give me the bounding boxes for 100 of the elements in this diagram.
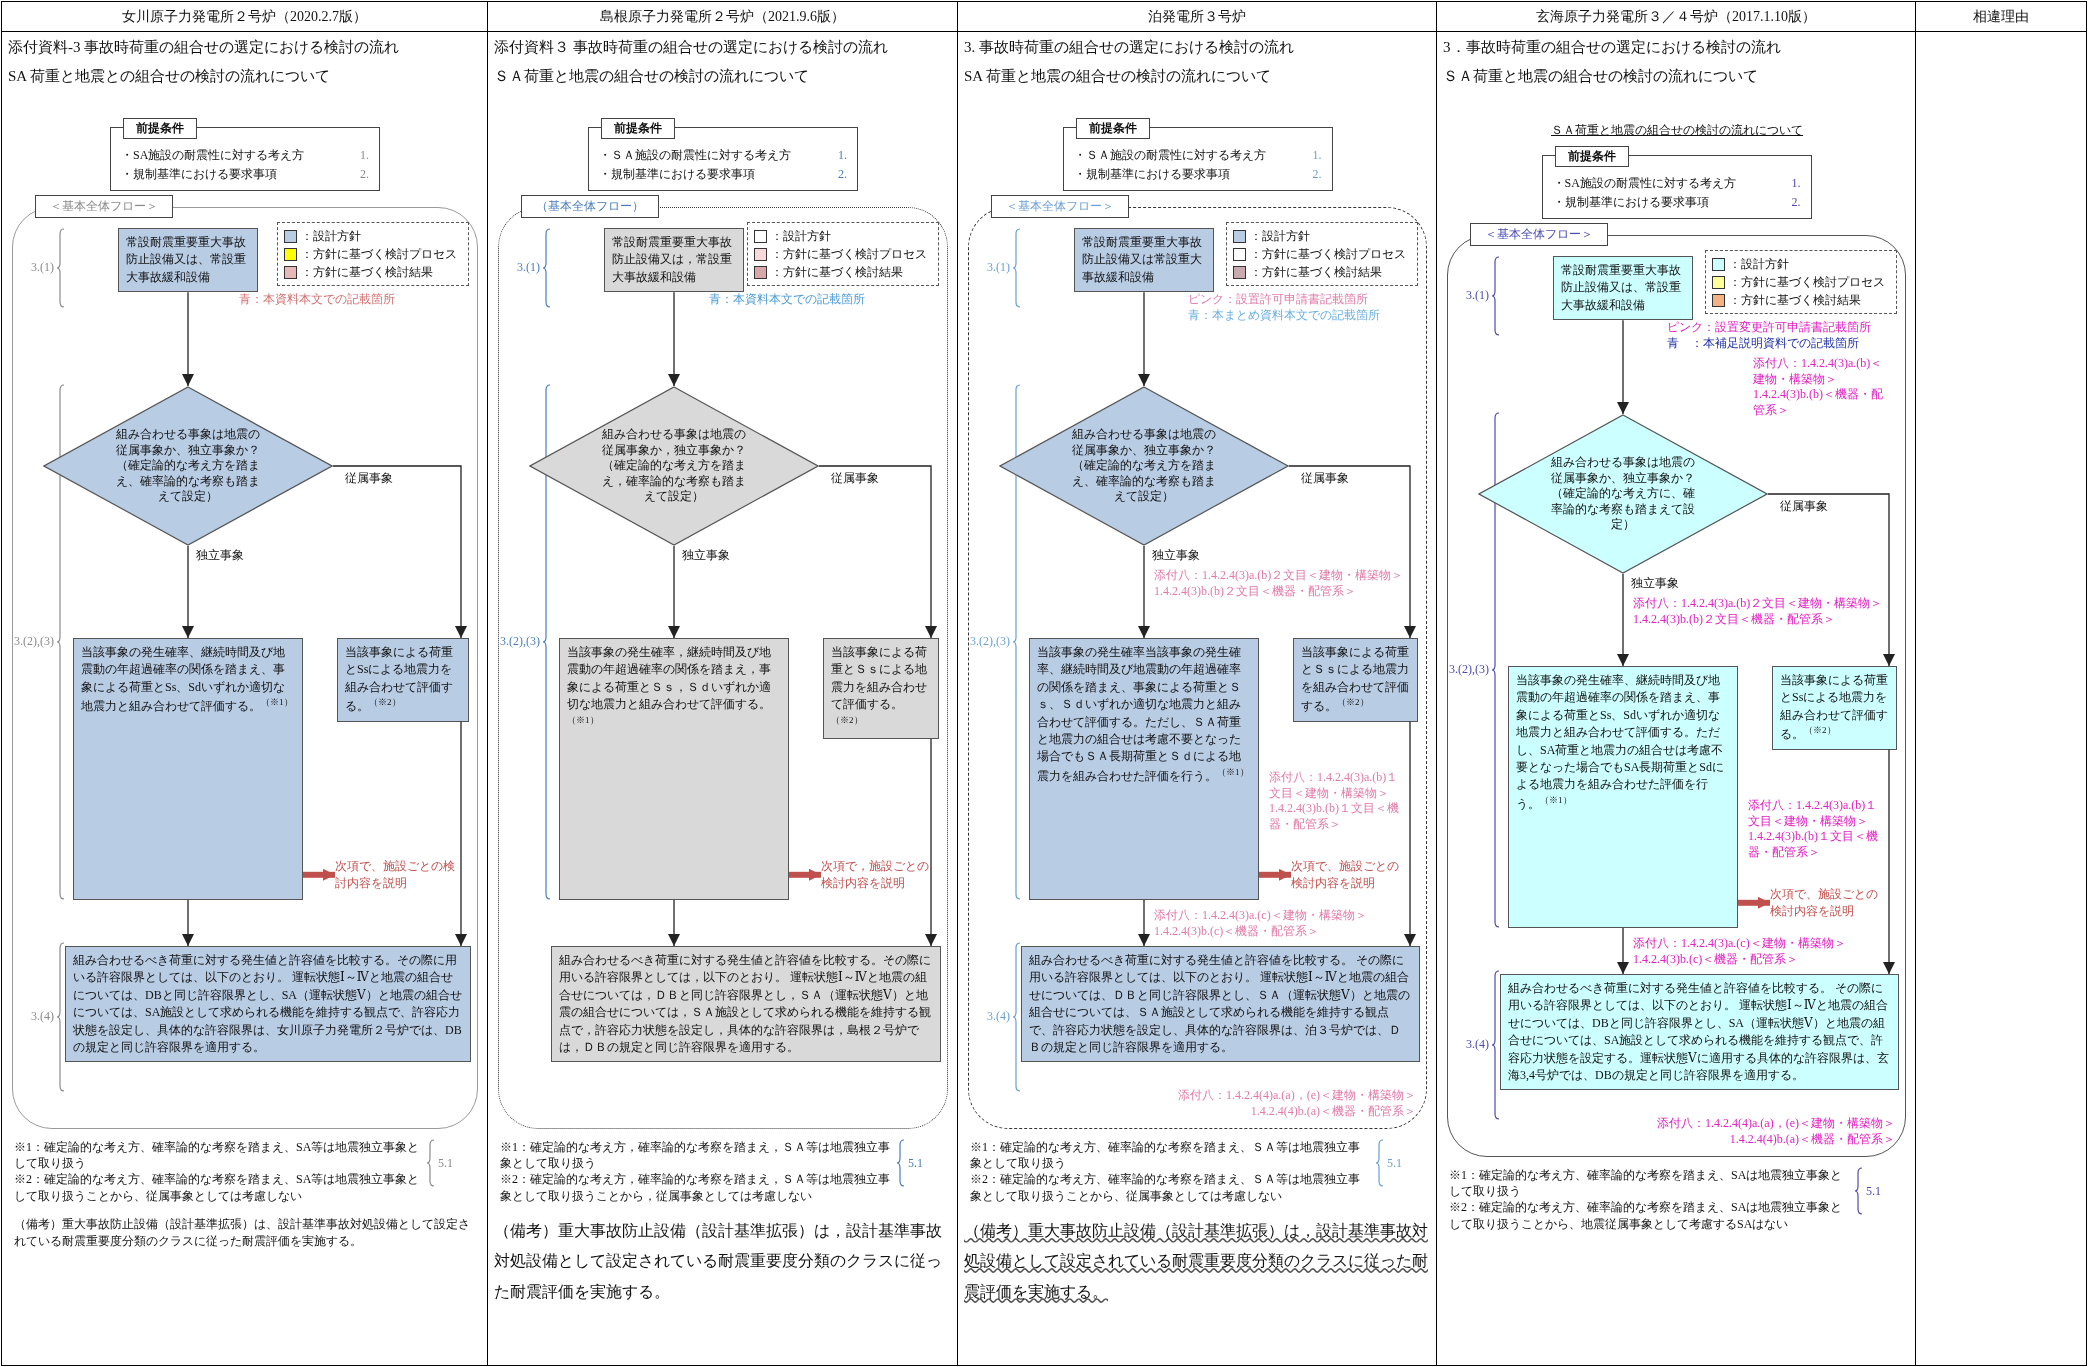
reference-note: 1.4.2.4(3)b.(b)２文目＜機器・配管系＞ xyxy=(1633,611,1836,628)
premise-heading: 前提条件 xyxy=(123,118,197,139)
decision-diamond xyxy=(999,386,1289,546)
legend-text: ：方針に基づく検討プロセス xyxy=(1729,274,1885,291)
edge-label: 独立事象 xyxy=(680,547,732,564)
reference-note: 1.4.2.4(3)b.(b)１文目＜機器・配管系＞ xyxy=(1748,829,1879,861)
decision-diamond xyxy=(43,386,333,546)
subheading: SA 荷重と地震の組合せの検討の流れについて xyxy=(964,66,1273,86)
section-reference: 3.(1) xyxy=(986,260,1011,276)
edge-label: 従属事象 xyxy=(1778,498,1830,515)
reference-note: 添付八：1.4.2.4(4)a.(a)，(e)＜建物・構築物＞ xyxy=(1656,1116,1895,1132)
process-box: 組み合わせるべき荷重に対する発生値と許容値を比較する。 その際に用いる許容限界としては、以下のとおり。 運転状態Ⅰ～Ⅳと地震の組合せについては、DBと同じ許容限界とし、SA（運転状態Ⅴ）と地震の組合せについては、SA施設として求められる機能を維持する観点で、許容応力状態を設定する。運転状態Ⅴに適用する具体的な許容限界は、玄海3,4号炉では、DBの規定と同じ許容限界を適用する。 xyxy=(1500,974,1899,1091)
process-box: 当該事象の発生確率当該事象の発生確率、継続時間及び地震動の年超過確率の関係を踏まえ、事象による荷重とＳｓ、Ｓｄいずれか適切な地震力と組み合わせて評価する。ただし、ＳＡ荷重と地震力の組合せは考慮不要となった場合でもＳＡ長期荷重とＳｄによる地震力を組み合わせた評価を行う。$^{（※1）}$ xyxy=(1029,638,1259,900)
reference-note: ピンク：設置変更許可申請書記載箇所 xyxy=(1667,320,1872,336)
edge-label: 従属事象 xyxy=(343,470,395,487)
reference-note: 青：本まとめ資料本文での記載箇所 xyxy=(1188,307,1381,324)
premise-heading: 前提条件 xyxy=(1075,118,1150,139)
reference-note: 1.4.2.4(4)b.(a)＜機器・配管系＞ xyxy=(1249,1103,1416,1120)
section-reference: 3.(4) xyxy=(986,1009,1011,1025)
premise-item: ・規制基準における要求事項 xyxy=(1073,166,1230,184)
reference-note: 添付八：1.4.2.4(3)a.(b)２文目＜建物・構築物＞ xyxy=(1154,568,1405,584)
reference-note: 添付八：1.4.2.4(3)a.(b)１文目＜建物・構築物＞ xyxy=(1748,798,1879,830)
legend-text: ：方針に基づく検討プロセス xyxy=(1250,246,1406,263)
block-arrow xyxy=(1738,896,1770,909)
arrow xyxy=(1138,545,1150,639)
subheading: ＳＡ荷重と地震の組合せの検討の流れについて xyxy=(1443,66,1759,86)
footnote: ※1：確定論的な考え方、確率論的な考察を踏まえ、SA等は地震独立事象として取り扱う xyxy=(14,1139,420,1172)
section-reference: 3.(1) xyxy=(1465,288,1490,304)
block-arrow xyxy=(303,868,335,881)
section-reference: 3.(1) xyxy=(30,260,55,276)
remark-text: （備考）重大事故防止設備（設計基準拡張）は，設計基準事故対処設備として設定されている耐震重要度分類のクラスに従った耐震評価を実施する。 xyxy=(964,1221,1429,1302)
legend-text: ：設計方針 xyxy=(1250,228,1310,245)
frame-title: ＜基本全体フロー＞ xyxy=(35,195,173,218)
arrow xyxy=(1617,319,1629,415)
footnote: ※1：確定論的な考え方、確率論的な考察を踏まえ、SAは地震独立事象として取り扱う xyxy=(1449,1167,1844,1200)
reference-note: 1.4.2.4(3)b.(c)＜機器・配管系＞ xyxy=(1633,951,1800,968)
edge-label: 独立事象 xyxy=(194,547,246,564)
arrow xyxy=(1138,291,1150,387)
process-box: 当該事象の発生確率、継続時間及び地震動の年超過確率の関係を踏まえ、事象による荷重とSs、Sdいずれか適切な地震力と組み合わせて評価する。ただし、SA荷重と地震力の組合せは考慮不要となった場合でもSA長期荷重とSdによる地震力を組み合わせた評価を行う。$^{（※1）}$ xyxy=(1508,666,1738,928)
footnote: ※2：確定論的な考え方，確率論的な考察を踏まえ，ＳＡ等は地震独立事象として取り扱うことから，従属事象としては考慮しない xyxy=(500,1171,890,1204)
legend-text: ：設計方針 xyxy=(301,228,361,245)
premise-item: ・規制基準における要求事項 xyxy=(121,166,277,184)
legend-text: ：設計方針 xyxy=(1729,256,1789,273)
frame-title: ＜基本全体フロー＞ xyxy=(1470,223,1608,246)
section-number: 2. xyxy=(360,166,369,184)
section-heading: 添付資料-3 事故時荷重の組合せの選定における検討の流れ xyxy=(8,38,401,57)
section-number: 1. xyxy=(838,147,847,164)
process-box: 組み合わせるべき荷重に対する発生値と許容値を比較する。 その際に用いる許容限界としては、以下のとおり。 運転状態Ⅰ～Ⅳと地震の組合せについては、ＤＢと同じ許容限界とし、ＳＡ（運転状態Ⅴ）と地震の組合せについては、ＳＡ施設として求められる機能を維持する観点で、許容応力状態を設定し、具体的な許容限界は、泊３号炉では、ＤＢの規定と同じ許容限界を適用する。 xyxy=(1021,946,1420,1063)
table-cell xyxy=(2,32,488,1366)
arrow xyxy=(182,899,194,947)
remark-note: （備考）重大事故防止設備（設計基準拡張）は、設計基準事故対処設備として設定されている耐震重要度分類のクラスに従った耐震評価を実施する。 xyxy=(14,1216,470,1250)
decision-text: 組み合わせる事象は地震の従属事象か，独立事象か？（確定論的な考え方を踏まえ，確率論的な考察も踏まえて設定） xyxy=(601,427,747,505)
arrow xyxy=(1617,927,1629,975)
arrow xyxy=(925,738,937,947)
process-box: 組み合わせるべき荷重に対する発生値と許容値を比較する。その際に用いる許容限界としては，以下のとおり。 運転状態Ⅰ～Ⅳと地震の組合せについては，ＤＢと同じ許容限界とし，ＳＡ（運転状態Ⅴ）と地震の組合せについては，ＳＡ施設として求められる機能を維持する観点で，許容応力状態を設定し，具体的な許容限界は，島根２号炉では，ＤＢの規定と同じ許容限界を適用する。 xyxy=(551,946,941,1063)
remark-text: （備考）重大事故防止設備（設計基準拡張）は，設計基準事故対処設備として設定されている耐震重要度分類のクラスに従った耐震評価を実施する。 xyxy=(494,1221,943,1302)
arrow xyxy=(455,720,467,947)
table-cell xyxy=(958,32,1437,1366)
section-number: 2. xyxy=(1312,166,1322,184)
process-box: 当該事象による荷重とSsによる地震力を組み合わせて評価する。$^{（※2）}$ xyxy=(1772,666,1897,750)
decision-text: 組み合わせる事象は地震の従属事象か、独立事象か？（確定論的な考え方を踏まえ、確率論的な考察も踏まえて設定） xyxy=(115,427,261,505)
block-arrow xyxy=(1259,868,1291,881)
edge-label: 独立事象 xyxy=(1629,575,1681,592)
section-reference: 3.(2),(3) xyxy=(969,634,1011,650)
arrow xyxy=(182,291,194,387)
process-box: 組み合わせるべき荷重に対する発生値と許容値を比較する。その際に用いる許容限界としては、以下のとおり。 運転状態Ⅰ～Ⅳと地震の組合せについては、DBと同じ許容限界とし、SA（運転状態Ⅴ）と地震の組合せについては、SA施設として求められる機能を維持する観点で、許容応力状態を設定し、具体的な許容限界は、女川原子力発電所２号炉では、DBの規定と同じ許容限界を適用する。 xyxy=(65,946,471,1063)
section-reference: 5.1 xyxy=(1866,1183,1881,1199)
block-arrow xyxy=(789,868,821,881)
reference-note: 添付八：1.4.2.4(4)a.(a)，(e)＜建物・構築物＞ xyxy=(1177,1088,1416,1104)
decision-text: 組み合わせる事象は地震の従属事象か、独立事象か？（確定論的な考え方を踏まえ、確率論的な考察も踏まえて設定） xyxy=(1071,427,1217,505)
reference-note: 添付八：1.4.2.4(3)a.(b)＜建物・構築物＞ xyxy=(1753,356,1884,388)
reference-note: 添付八：1.4.2.4(3)a.(c)＜建物・構築物＞ xyxy=(1154,908,1368,924)
arrow xyxy=(668,899,680,947)
section-number: 1. xyxy=(1312,147,1322,164)
premise-item: ・規制基準における要求事項 xyxy=(1552,194,1709,212)
premise-item: ・ＳＡ施設の耐震性に対する考え方 xyxy=(1073,147,1266,164)
section-reference: 3.(1) xyxy=(516,260,541,276)
note-text: 次項で、施設ごとの検討内容を説明 xyxy=(1770,886,1889,920)
note-text: 次項で，施設ごとの検討内容を説明 xyxy=(821,858,931,892)
decision-text: 組み合わせる事象は地震の従属事象か、独立事象か？（確定論的な考え方に、確率論的な考察も踏まえて設定） xyxy=(1550,455,1696,533)
reference-note: 添付八：1.4.2.4(3)a.(b)１文目＜建物・構築物＞ xyxy=(1269,770,1400,802)
reference-note: 青：本資料本文での記載箇所 xyxy=(239,292,396,308)
footnote: ※2：確定論的な考え方、確率論的な考察を踏まえ、ＳＡ等は地震独立事象として取り扱うことから、従属事象としては考慮しない xyxy=(970,1171,1361,1204)
decision-diamond xyxy=(1478,414,1768,574)
arrow xyxy=(1883,748,1895,975)
frame-title: ＜基本全体フロー＞ xyxy=(991,195,1129,218)
reference-note: 添付八：1.4.2.4(3)a.(c)＜建物・構築物＞ xyxy=(1633,936,1847,952)
section-number: 2. xyxy=(1791,194,1801,212)
arrow xyxy=(668,291,680,387)
process-box: 常設耐震重要重大事故防止設備又は常設重大事故緩和設備 xyxy=(1074,228,1214,293)
footnote: ※2：確定論的な考え方、確率論的な考察を踏まえ、SAは地震独立事象として取り扱うことから、地震従属事象として考慮するSAはない xyxy=(1449,1199,1844,1232)
premise-item: ・SA施設の耐震性に対する考え方 xyxy=(121,147,305,164)
reference-note: 添付八：1.4.2.4(3)a.(b)２文目＜建物・構築物＞ xyxy=(1633,596,1884,612)
edge-label: 独立事象 xyxy=(1150,547,1202,564)
section-reference: 5.1 xyxy=(1387,1155,1402,1171)
process-box: 常設耐震重要重大事故防止設備又は、常設重大事故緩和設備 xyxy=(1553,256,1693,321)
section-reference: 5.1 xyxy=(908,1155,923,1171)
section-reference: 5.1 xyxy=(438,1155,453,1171)
section-number: 1. xyxy=(1791,175,1801,192)
process-box: 当該事象による荷重とＳｓによる地震力を組み合わせて評価する。$^{（※2）}$ xyxy=(1293,638,1418,722)
